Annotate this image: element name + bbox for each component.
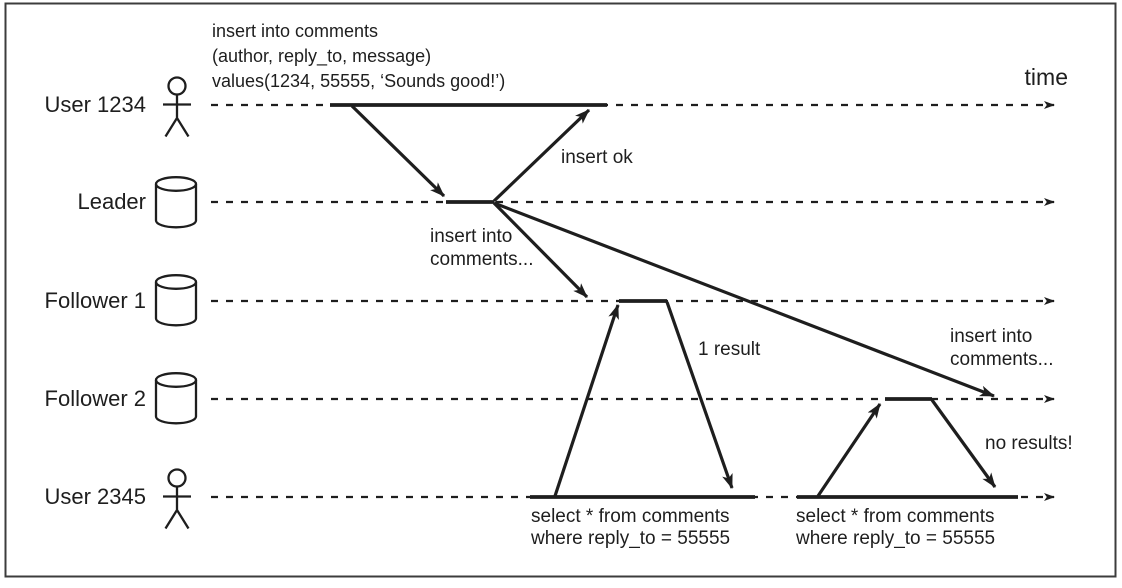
actor-label-user-1234: User 1234 [44,92,146,117]
actor-label-follower-2: Follower 2 [44,386,146,411]
database-icon [154,176,198,229]
select-query-annotation-1: select * from comments where reply_to = … [531,506,731,549]
database-icon [154,372,198,425]
arrow-query-1-request [553,304,620,497]
one-result-annotation: 1 result [698,339,761,360]
arrow-replicate-to-follower-1 [492,201,589,299]
arrow-insert-to-leader [350,104,446,198]
actor-label-follower-1: Follower 1 [44,288,146,313]
insert-into-comments-annotation-1: insert into comments... [430,226,534,270]
insert-query-annotation: insert into comments (author, reply_to, … [212,21,506,91]
arrow-query-2-response [930,399,997,488]
arrow-replicate-to-follower-2 [493,201,995,398]
time-axis-label: time [1024,64,1068,90]
database-icon [154,274,198,327]
insert-into-comments-annotation-2: insert into comments... [950,326,1054,370]
actor-label-user-2345: User 2345 [44,484,146,509]
person-icon [163,468,191,530]
no-results-annotation: no results! [985,433,1073,454]
person-icon [163,76,191,138]
actor-label-leader: Leader [77,189,146,214]
arrow-insert-ok [492,108,591,203]
arrow-query-2-request [816,403,882,497]
arrow-query-1-response [665,301,734,489]
diagram-border [4,2,1117,578]
select-query-annotation-2: select * from comments where reply_to = … [796,506,996,549]
insert-ok-annotation: insert ok [561,147,633,168]
